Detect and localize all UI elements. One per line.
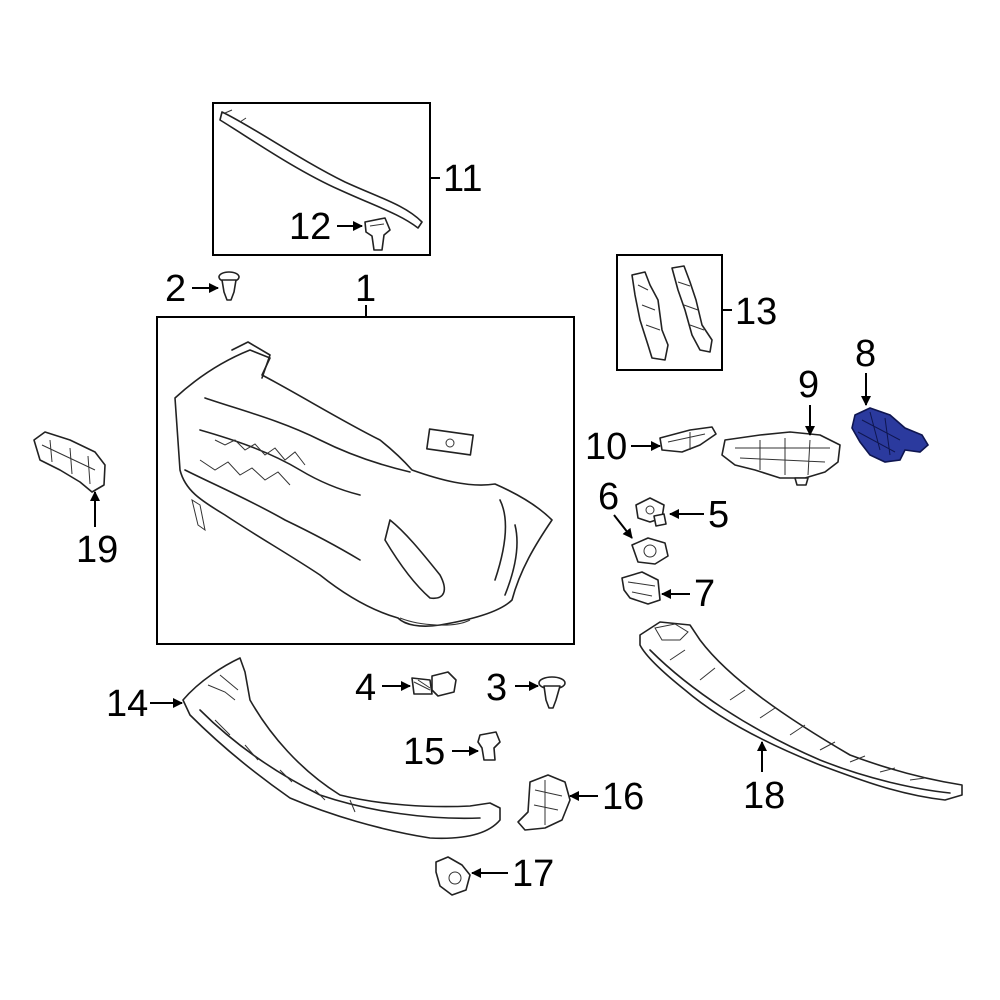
part-3-push-pin[interactable] bbox=[515, 676, 566, 709]
part-5-clip[interactable] bbox=[635, 497, 704, 527]
callout-14: 14 bbox=[106, 683, 148, 725]
callout-11: 11 bbox=[443, 158, 482, 200]
part-14-lower-valance[interactable] bbox=[150, 657, 501, 840]
part-9-bracket[interactable] bbox=[721, 405, 841, 486]
callout-4: 4 bbox=[355, 667, 376, 709]
part-10-bracket[interactable] bbox=[631, 426, 717, 453]
callout-13: 13 bbox=[735, 291, 777, 333]
part-16-bracket[interactable] bbox=[517, 774, 598, 831]
callout-6: 6 bbox=[598, 476, 619, 518]
callout-17: 17 bbox=[512, 853, 554, 895]
part-4-bolt[interactable] bbox=[382, 671, 457, 697]
callout-18: 18 bbox=[743, 775, 785, 817]
part-11-seal-group[interactable] bbox=[212, 102, 440, 256]
part-11-seal bbox=[219, 111, 423, 229]
callout-9: 9 bbox=[798, 364, 819, 406]
callout-1: 1 bbox=[355, 268, 376, 310]
part-1-bumper-cover bbox=[174, 349, 553, 627]
callout-15: 15 bbox=[403, 731, 445, 773]
part-1-box bbox=[156, 316, 575, 645]
part-2-push-pin[interactable] bbox=[192, 271, 240, 301]
part-18-deflector[interactable] bbox=[639, 621, 963, 801]
callout-5: 5 bbox=[708, 494, 729, 536]
part-17-bracket[interactable] bbox=[435, 856, 508, 896]
part-13-box bbox=[616, 254, 723, 371]
part-15-clip[interactable] bbox=[452, 731, 501, 761]
callout-12: 12 bbox=[289, 206, 331, 248]
callout-16: 16 bbox=[602, 776, 644, 818]
callout-7: 7 bbox=[694, 573, 715, 615]
part-1-bumper-cover-group[interactable] bbox=[156, 305, 575, 645]
part-7-bracket[interactable] bbox=[621, 571, 690, 605]
part-19-bracket[interactable] bbox=[33, 431, 106, 527]
callout-10: 10 bbox=[585, 426, 627, 468]
callout-3: 3 bbox=[486, 667, 507, 709]
callout-8: 8 bbox=[855, 333, 876, 375]
part-8-bracket-highlighted[interactable] bbox=[851, 373, 930, 463]
callout-19: 19 bbox=[76, 529, 118, 571]
part-6-grommet[interactable] bbox=[613, 514, 669, 565]
callout-2: 2 bbox=[165, 268, 186, 310]
part-13-bracket-group[interactable] bbox=[616, 254, 732, 371]
part-12-clip[interactable] bbox=[364, 217, 391, 251]
